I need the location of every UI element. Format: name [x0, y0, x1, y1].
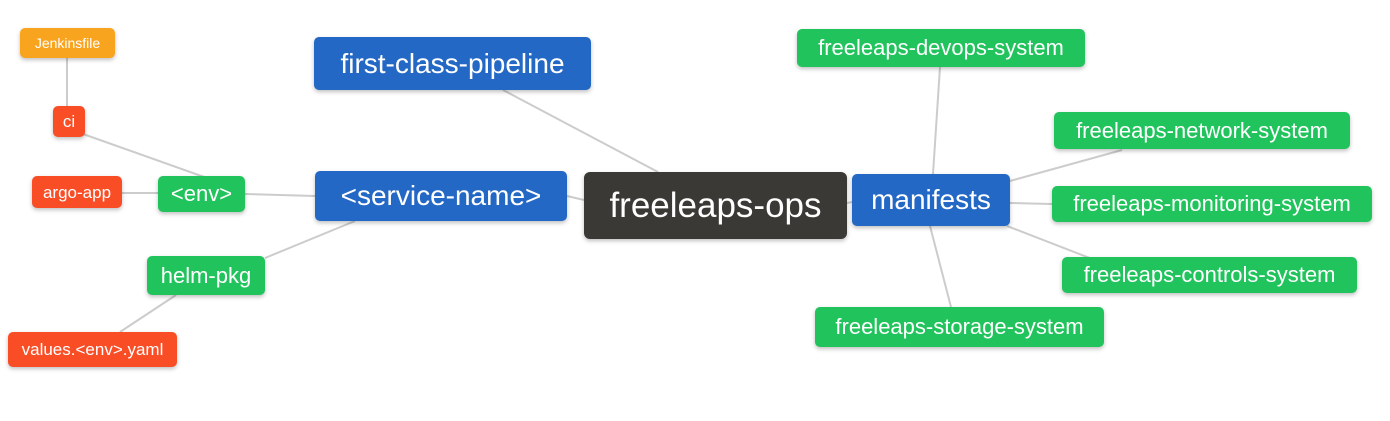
edge-service-name-to-freeleaps-ops	[566, 195, 585, 201]
node-argo-app[interactable]: argo-app	[32, 176, 122, 208]
node-freeleaps-storage-system[interactable]: freeleaps-storage-system	[815, 307, 1104, 347]
node-freeleaps-ops[interactable]: freeleaps-ops	[584, 172, 847, 239]
node-first-class-pipeline[interactable]: first-class-pipeline	[314, 37, 591, 90]
node-jenkinsfile[interactable]: Jenkinsfile	[20, 28, 115, 58]
edge-manifests-to-freeleaps-monitoring-system	[1009, 202, 1053, 205]
node-service-name[interactable]: <service-name>	[315, 171, 567, 221]
node-values-env-yaml[interactable]: values.<env>.yaml	[8, 332, 177, 367]
edge-env-to-service-name	[244, 193, 316, 197]
node-ci[interactable]: ci	[53, 106, 85, 137]
node-freeleaps-devops-system[interactable]: freeleaps-devops-system	[797, 29, 1085, 67]
node-manifests[interactable]: manifests	[852, 174, 1010, 226]
node-env[interactable]: <env>	[158, 176, 245, 212]
edge-manifests-to-freeleaps-storage-system	[929, 225, 952, 308]
edge-helm-pkg-to-service-name	[264, 220, 356, 259]
node-freeleaps-monitoring-system[interactable]: freeleaps-monitoring-system	[1052, 186, 1372, 222]
edge-manifests-to-freeleaps-devops-system	[932, 66, 941, 175]
edge-ci-to-env	[82, 133, 208, 179]
edge-manifests-to-freeleaps-network-system	[1009, 149, 1123, 182]
edge-freeleaps-ops-to-manifests	[846, 201, 853, 204]
node-freeleaps-network-system[interactable]: freeleaps-network-system	[1054, 112, 1350, 149]
edge-first-class-pipeline-to-freeleaps-ops	[502, 89, 659, 173]
edge-manifests-to-freeleaps-controls-system	[1006, 225, 1101, 263]
node-freeleaps-controls-system[interactable]: freeleaps-controls-system	[1062, 257, 1357, 293]
node-helm-pkg[interactable]: helm-pkg	[147, 256, 265, 295]
edge-values-env-yaml-to-helm-pkg	[119, 294, 177, 333]
